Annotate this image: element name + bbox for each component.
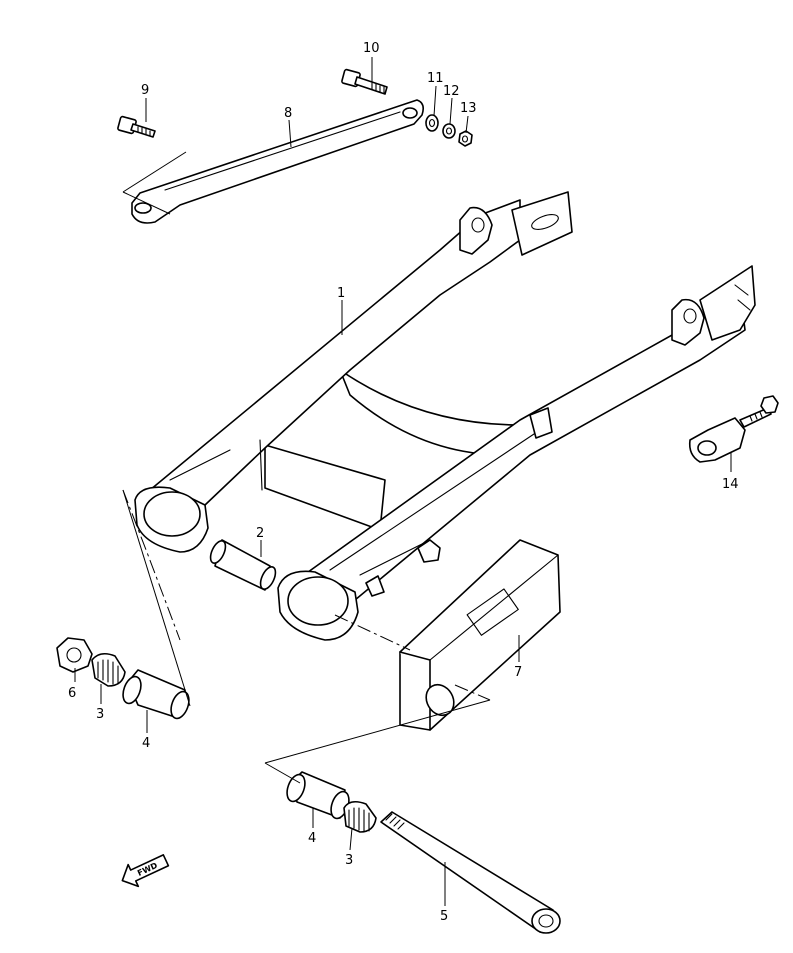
callout-13: 13 xyxy=(460,101,477,116)
callout-9: 9 xyxy=(141,83,149,98)
washer-part-12 xyxy=(442,123,456,139)
callout-4b: 4 xyxy=(308,831,316,846)
callout-leaders xyxy=(74,57,732,906)
spacer-part-2 xyxy=(209,539,277,591)
nut-part-13 xyxy=(458,130,473,147)
bolt-part-10 xyxy=(341,68,388,95)
callout-11: 11 xyxy=(427,71,444,86)
callout-4a: 4 xyxy=(142,736,150,751)
callout-14: 14 xyxy=(722,477,739,492)
torque-link-bar xyxy=(131,99,424,224)
callout-labels: 1 2 3 3 4 4 5 6 7 8 9 10 11 12 13 14 xyxy=(68,41,739,924)
callout-5: 5 xyxy=(440,909,448,924)
assembly-guide-lines xyxy=(122,151,491,784)
callout-1: 1 xyxy=(337,286,345,301)
callout-6: 6 xyxy=(68,686,76,701)
chain-adjuster xyxy=(688,395,779,463)
callout-10: 10 xyxy=(363,41,380,56)
callout-3a: 3 xyxy=(96,707,104,722)
collar-part-4b xyxy=(286,771,350,820)
swingarm xyxy=(134,191,756,641)
washer-part-11 xyxy=(425,114,439,132)
callout-2: 2 xyxy=(256,526,264,541)
callout-7: 7 xyxy=(514,665,522,680)
callout-12: 12 xyxy=(443,84,460,99)
nut-part-6 xyxy=(56,637,93,673)
chain-case xyxy=(399,539,561,731)
callout-8: 8 xyxy=(284,106,292,121)
pivot-shaft xyxy=(380,811,561,934)
collar-part-4a xyxy=(122,669,190,720)
fwd-arrow-icon: FWD xyxy=(121,854,170,888)
bearing-part-3b xyxy=(343,800,377,833)
bolt-part-9 xyxy=(117,115,156,138)
callout-3b: 3 xyxy=(345,853,353,868)
bearing-part-3a xyxy=(91,652,126,687)
